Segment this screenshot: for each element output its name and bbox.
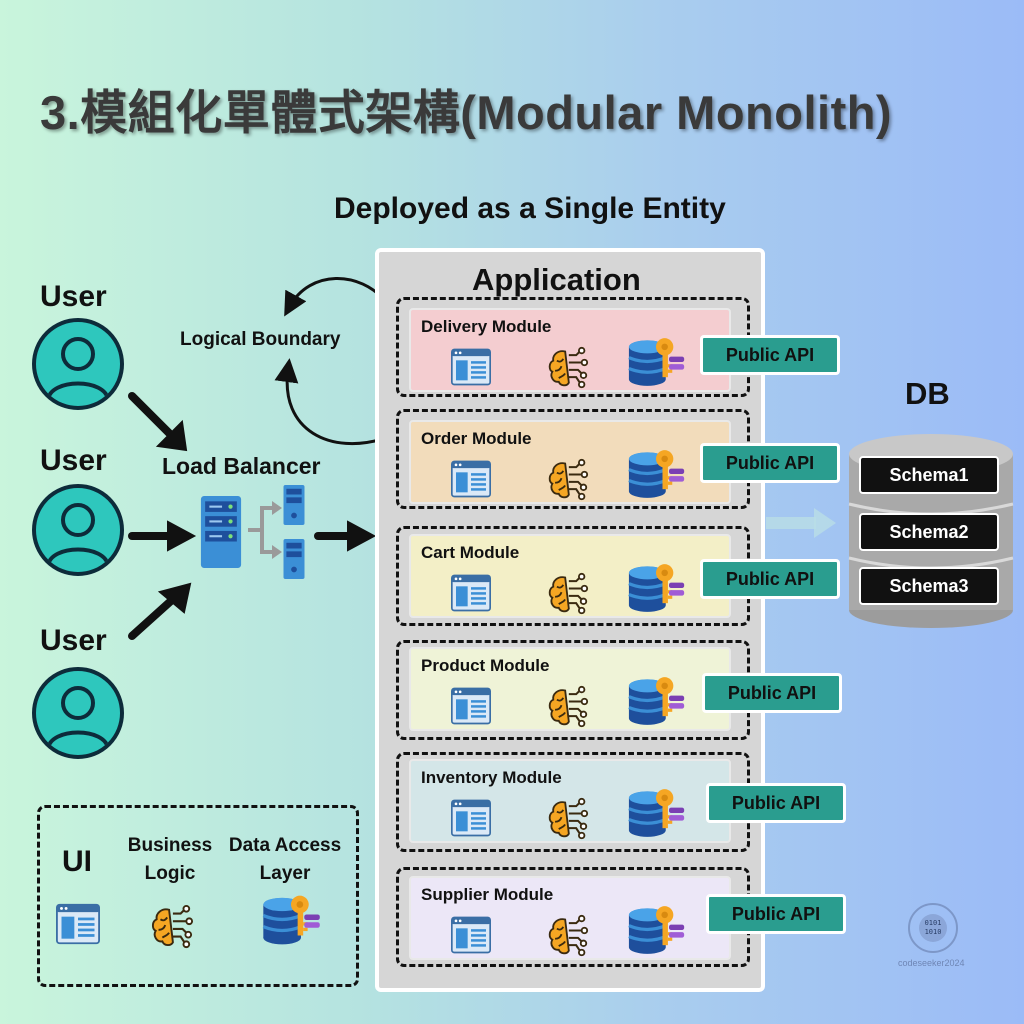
application-title: Application xyxy=(472,262,641,297)
watermark-signature: codeseeker2024 xyxy=(898,958,965,968)
user-avatar-icon xyxy=(32,484,124,576)
browser-window-icon xyxy=(56,903,100,945)
server-icon xyxy=(200,496,242,568)
module-card: Delivery Module xyxy=(409,308,731,392)
browser-window-icon xyxy=(451,687,491,725)
database-key-icon xyxy=(627,448,686,500)
module-card: Inventory Module xyxy=(409,759,731,843)
brain-circuit-icon xyxy=(548,346,589,389)
module-card: Order Module xyxy=(409,420,731,504)
public-api-button[interactable]: Public API xyxy=(700,443,840,483)
user-avatar-icon xyxy=(32,318,124,410)
module-card: Cart Module xyxy=(409,534,731,618)
schema-2: Schema2 xyxy=(859,513,999,551)
logical-boundary-label: Logical Boundary xyxy=(180,329,341,350)
browser-window-icon xyxy=(451,348,491,386)
svg-text:1010: 1010 xyxy=(925,928,942,936)
legend-ui-label: UI xyxy=(62,845,92,878)
db-label: DB xyxy=(905,376,950,411)
browser-window-icon xyxy=(451,460,491,498)
schema-3: Schema3 xyxy=(859,567,999,605)
database-key-icon xyxy=(627,336,686,388)
module-name: Supplier Module xyxy=(421,885,554,904)
server-icon xyxy=(283,538,305,580)
browser-window-icon xyxy=(451,574,491,612)
schema-1: Schema1 xyxy=(859,456,999,494)
module-name: Order Module xyxy=(421,429,532,448)
brain-circuit-icon xyxy=(548,797,589,840)
user-label-2: User xyxy=(40,444,107,477)
user-avatar-icon xyxy=(32,667,124,759)
module-card: Product Module xyxy=(409,647,731,731)
user-label-1: User xyxy=(40,280,107,313)
module-name: Inventory Module xyxy=(421,768,562,787)
module-name: Product Module xyxy=(421,656,550,675)
database-key-icon xyxy=(627,787,686,839)
module-card: Supplier Module xyxy=(409,876,731,960)
database-key-icon xyxy=(261,893,322,947)
browser-window-icon xyxy=(451,799,491,837)
module-name: Cart Module xyxy=(421,543,520,562)
public-api-button[interactable]: Public API xyxy=(706,783,846,823)
brain-circuit-icon xyxy=(548,572,589,615)
public-api-button[interactable]: Public API xyxy=(700,335,840,375)
public-api-button[interactable]: Public API xyxy=(700,559,840,599)
database-key-icon xyxy=(627,904,686,956)
brain-circuit-icon xyxy=(548,914,589,957)
page-title: 3.模組化單體式架構(Modular Monolith) xyxy=(40,86,893,139)
public-api-button[interactable]: Public API xyxy=(706,894,846,934)
user-label-3: User xyxy=(40,624,107,657)
database-key-icon xyxy=(627,562,686,614)
browser-window-icon xyxy=(451,916,491,954)
server-icon xyxy=(283,484,305,526)
load-balancer-label: Load Balancer xyxy=(162,453,321,479)
brain-circuit-icon xyxy=(548,685,589,728)
brain-circuit-icon xyxy=(548,458,589,501)
svg-text:0101: 0101 xyxy=(925,919,942,927)
watermark-badge: 0101 1010 xyxy=(908,903,958,953)
public-api-button[interactable]: Public API xyxy=(702,673,842,713)
legend-box xyxy=(37,805,359,987)
deployment-subtitle: Deployed as a Single Entity xyxy=(334,192,726,225)
brain-circuit-icon xyxy=(151,904,194,949)
module-name: Delivery Module xyxy=(421,317,552,336)
database-key-icon xyxy=(627,675,686,727)
